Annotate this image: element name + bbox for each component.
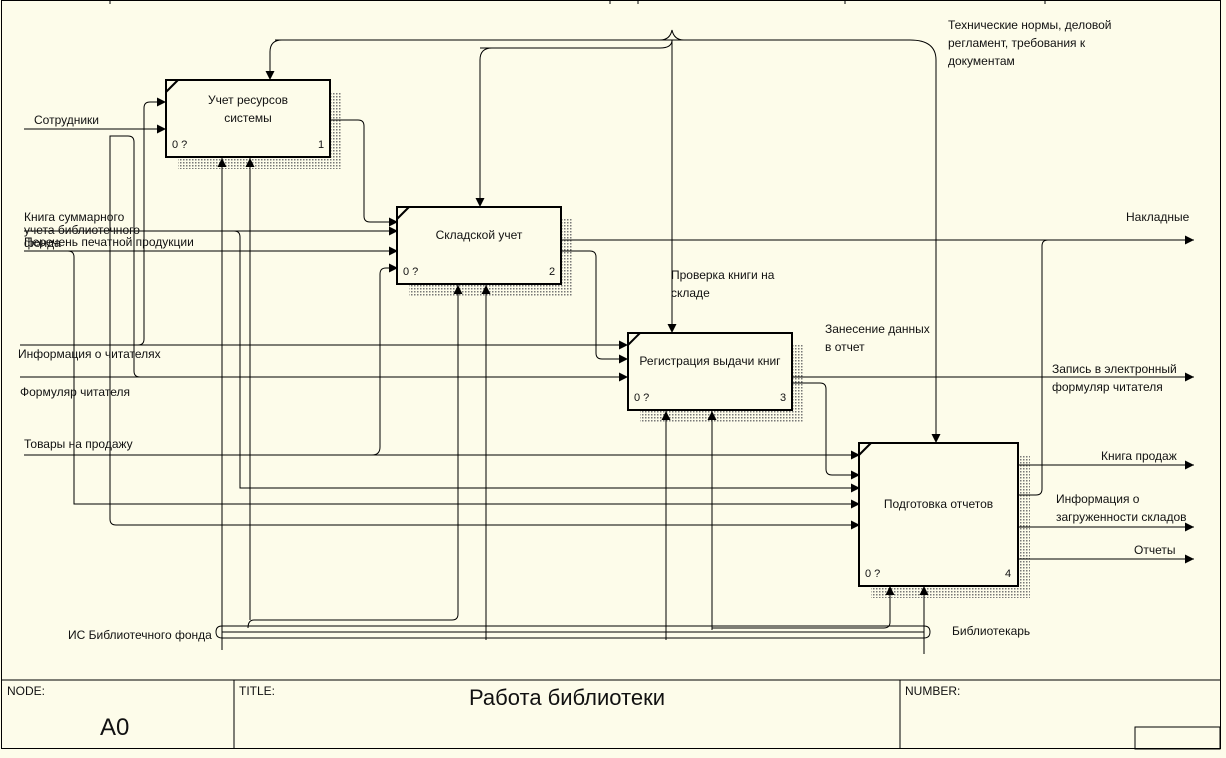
box-3-title: Регистрация выдачи книг xyxy=(639,354,781,368)
arrow-norms-box1 xyxy=(265,39,283,80)
arrow-norms-branch xyxy=(480,39,673,49)
node-value: A0 xyxy=(100,714,130,741)
label-librarian: Библиотекарь xyxy=(952,624,1031,638)
label-reports: Отчеты xyxy=(1134,543,1176,557)
box-1[interactable] xyxy=(165,79,331,158)
diagram-title: Работа библиотеки xyxy=(468,685,666,710)
box-4-cost: 0 ? xyxy=(865,568,881,580)
arrow-invoices-merge xyxy=(1018,239,1049,496)
label-print-list: Перечень печатной продукции xyxy=(24,235,194,249)
top-ticks xyxy=(109,0,1046,4)
box-2[interactable] xyxy=(396,206,562,285)
label-reader-info: Информация о читателях xyxy=(18,347,161,361)
arrow-box3-box4 xyxy=(792,382,860,480)
arrow-reader-form-box1 xyxy=(109,135,860,530)
box-4-title: Подготовка отчетов xyxy=(883,497,994,511)
box-2-title: Складской учет xyxy=(435,228,523,242)
label-sales-book: Книга продаж xyxy=(1101,449,1177,463)
arrow-box1-box2 xyxy=(330,119,398,227)
label-employees: Сотрудники xyxy=(34,113,99,127)
label-warehouse-load: Информация о загруженности складов xyxy=(1056,492,1187,524)
title-block-grid xyxy=(1,679,1221,750)
label-report-entry: Занесение данных в отчет xyxy=(825,322,930,354)
label-reader-form: Формуляр читателя xyxy=(20,385,130,399)
label-invoices: Накладные xyxy=(1126,210,1190,224)
arrow-reader-info-box1 xyxy=(137,97,166,346)
node-label: NODE: xyxy=(7,684,46,698)
arrow-mech-box1-b xyxy=(247,285,463,629)
label-norms: Технические нормы, деловой регламент, тр… xyxy=(948,18,1112,68)
mech-brace-right xyxy=(923,625,931,639)
box-2-cost: 0 ? xyxy=(403,266,419,278)
box-4-number: 4 xyxy=(1005,568,1012,580)
arrow-norms-trunk xyxy=(275,39,941,443)
arrow-print-list-box4 xyxy=(67,250,860,509)
arrow-mech-box4-a xyxy=(712,586,895,629)
label-summary-book: Книга суммарного учета библиотечного фон… xyxy=(24,210,140,250)
box-3-number: 3 xyxy=(780,392,787,404)
label-check-book: Проверка книги на складе xyxy=(671,268,775,300)
box-1-number: 1 xyxy=(318,139,325,151)
arrow-goods-box2 xyxy=(371,263,398,456)
box-4[interactable] xyxy=(858,442,1019,587)
label-e-form: Запись в электронный формуляр читателя xyxy=(1052,362,1177,394)
label-is: ИС Библиотечного фонда xyxy=(68,628,212,642)
box-3[interactable] xyxy=(627,332,793,411)
box-2-number: 2 xyxy=(549,266,556,278)
arrows xyxy=(20,29,1194,654)
number-label: NUMBER: xyxy=(905,684,961,698)
arrow-box2-box3 xyxy=(561,250,628,364)
mech-brace-left xyxy=(215,625,223,639)
arrow-norms-box2 xyxy=(475,47,493,207)
box-1-title: Учет ресурсов системы xyxy=(207,93,289,125)
norms-brace xyxy=(659,29,685,41)
box-3-cost: 0 ? xyxy=(634,392,650,404)
label-goods: Товары на продажу xyxy=(24,437,133,451)
box-1-cost: 0 ? xyxy=(172,139,188,151)
title-label: TITLE: xyxy=(239,684,276,698)
